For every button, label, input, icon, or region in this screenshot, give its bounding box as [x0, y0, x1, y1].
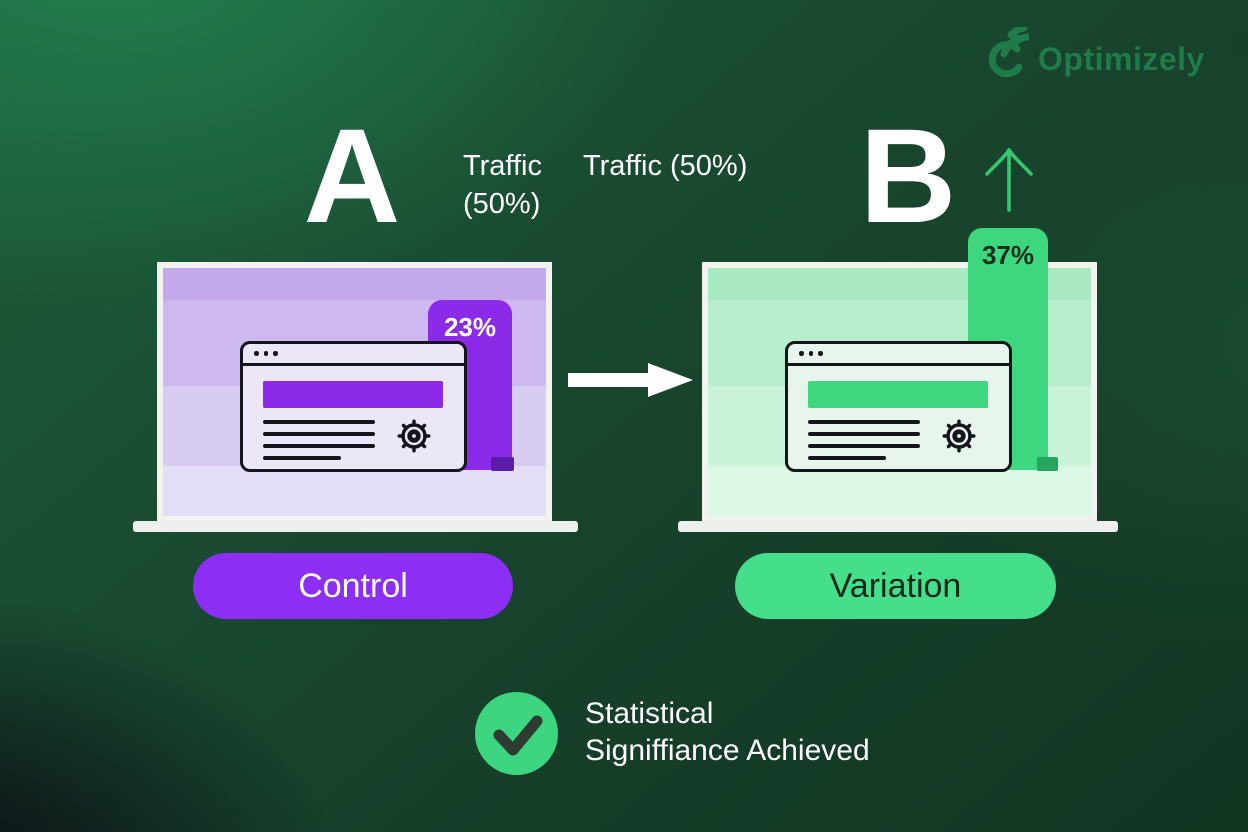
variation-bar-shadow — [1037, 457, 1058, 471]
window-dot-icon — [273, 351, 278, 356]
uplift-arrow-icon — [985, 148, 1033, 212]
control-browser-mockup — [240, 341, 467, 472]
text-line — [263, 420, 375, 424]
statistical-significance-label: Statistical Signiffiance Achieved — [585, 697, 870, 767]
hero-banner — [808, 381, 988, 408]
optimizely-logo-icon — [988, 27, 1029, 78]
window-dot-icon — [818, 351, 823, 356]
window-dot-icon — [799, 351, 804, 356]
gear-icon — [942, 419, 976, 453]
gear-icon — [397, 419, 431, 453]
brand-name: Optimizely — [1038, 41, 1205, 77]
hero-banner — [263, 381, 443, 408]
variant-b-letter: B — [859, 102, 957, 251]
variation-bar-value: 37% — [981, 240, 1035, 270]
window-dot-icon — [263, 351, 268, 356]
control-laptop-base — [133, 521, 578, 532]
text-line — [263, 444, 375, 448]
control-bar-shadow — [491, 457, 514, 471]
control-bar-value: 23% — [443, 312, 497, 342]
variation-laptop-base — [678, 521, 1118, 532]
window-dot-icon — [808, 351, 813, 356]
browser-titlebar — [788, 344, 1009, 366]
variant-b-traffic-label: Traffic (50%) — [583, 150, 748, 182]
check-icon — [475, 692, 558, 775]
text-line — [808, 444, 920, 448]
text-line — [808, 456, 886, 460]
text-line — [263, 432, 375, 436]
variation-button[interactable]: Variation — [735, 553, 1056, 619]
text-line — [808, 432, 920, 436]
window-dot-icon — [254, 351, 259, 356]
variation-browser-mockup — [785, 341, 1012, 472]
variant-a-traffic-label: Traffic (50%) — [463, 150, 542, 220]
control-button[interactable]: Control — [193, 553, 513, 619]
variant-a-letter: A — [303, 102, 401, 251]
flow-arrow-icon — [568, 363, 693, 397]
browser-titlebar — [243, 344, 464, 366]
text-line — [808, 420, 920, 424]
text-line — [263, 456, 341, 460]
